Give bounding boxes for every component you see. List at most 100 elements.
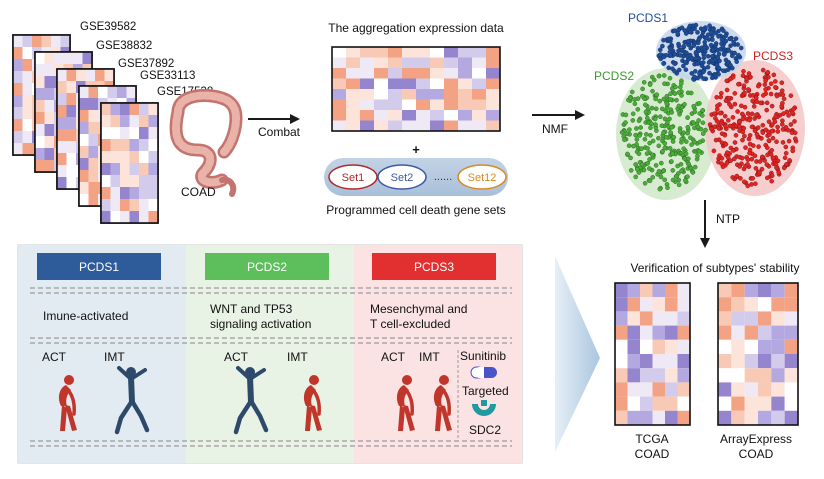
scatter-point <box>683 67 689 72</box>
gene-set-ellipse <box>377 164 427 190</box>
scatter-point <box>719 37 725 43</box>
scatter-point <box>701 55 707 61</box>
scatter-point <box>656 169 662 174</box>
dataset-stack: GSE39582 GSE38832 GSE37892 GSE33113 GSE1… <box>12 21 213 224</box>
scatter-point <box>700 108 706 113</box>
scatter-point <box>640 93 645 99</box>
scatter-point <box>770 135 776 141</box>
scatter-point <box>647 140 652 146</box>
verification-title: Verification of subtypes' stability <box>630 261 799 275</box>
scatter-point <box>753 95 759 101</box>
scatter-point <box>689 55 695 61</box>
scatter-point <box>685 130 691 136</box>
scatter-point <box>692 109 698 115</box>
scatter-point <box>681 63 686 69</box>
scatter-point <box>630 111 636 117</box>
scatter-point <box>771 72 777 78</box>
scatter-point <box>716 65 722 71</box>
scatter-point <box>629 89 635 95</box>
jumping-figure-icon <box>114 366 150 435</box>
scatter-point <box>633 162 638 167</box>
scatter-point <box>724 87 730 93</box>
scatter-point <box>653 106 659 112</box>
scatter-point <box>741 83 747 88</box>
scatter-point <box>768 81 774 86</box>
scatter-point <box>658 174 664 180</box>
scatter-point <box>774 93 780 99</box>
scatter-point <box>732 91 738 96</box>
receptor-icon <box>472 400 496 416</box>
scatter-point <box>713 41 719 46</box>
scatter-point <box>697 101 702 106</box>
scatter-point <box>769 128 775 134</box>
scatter-point <box>670 139 676 144</box>
scatter-point <box>661 73 667 78</box>
scatter-point <box>636 118 642 124</box>
scatter-point <box>640 86 645 92</box>
scatter-point <box>627 95 633 101</box>
subtype-description: Imune-activated <box>43 309 128 323</box>
gene-set-ellipse <box>457 164 507 190</box>
scatter-point <box>635 96 641 101</box>
scatter-point <box>730 175 736 180</box>
scatter-point <box>732 101 738 107</box>
scatter-point <box>685 115 690 120</box>
scatter-point <box>756 144 761 149</box>
scatter-point <box>672 28 678 34</box>
scatter-point <box>721 68 726 73</box>
scatter-point <box>647 157 652 162</box>
scatter-point <box>740 111 745 117</box>
cluster-label: PCDS1 <box>628 11 668 25</box>
scatter-point <box>759 166 765 172</box>
scatter-point <box>632 101 638 107</box>
scatter-point <box>684 50 689 56</box>
scatter-point <box>648 125 653 131</box>
scatter-point <box>770 122 775 127</box>
scatter-point <box>732 50 737 56</box>
scatter-point <box>723 141 729 147</box>
scatter-point <box>747 117 752 123</box>
scatter-point <box>692 139 697 145</box>
scatter-point <box>737 123 742 129</box>
scatter-point <box>650 88 655 94</box>
scatter-point <box>665 120 670 125</box>
scatter-point <box>696 148 702 154</box>
scatter-point <box>760 122 766 128</box>
scatter-point <box>623 112 629 118</box>
scatter-point <box>658 52 663 57</box>
scatter-point <box>755 125 761 130</box>
scatter-point <box>643 109 649 115</box>
scatter-point <box>686 156 691 162</box>
scatter-point <box>700 113 705 118</box>
scatter-point <box>750 98 756 104</box>
scatter-point <box>661 54 667 60</box>
scatter-point <box>763 78 768 83</box>
scatter-point <box>647 82 653 87</box>
subtype-name: PCDS2 <box>247 260 287 274</box>
gene-set-ellipse <box>328 164 378 190</box>
scatter-point <box>671 134 677 140</box>
scatter-point <box>775 124 780 130</box>
subtype-panel-group: PCDS1 PCDS2 PCDS3 Imune-activated WNT an… <box>17 244 523 464</box>
scatter-point <box>679 93 684 98</box>
scatter-point <box>636 151 642 157</box>
scatter-point <box>769 147 775 153</box>
scatter-point <box>630 118 636 123</box>
scatter-point <box>712 111 717 116</box>
scatter-point <box>668 130 674 135</box>
act-label: ACT <box>42 350 67 364</box>
dataset-card <box>100 102 159 224</box>
scatter-point <box>707 122 713 127</box>
scatter-point <box>667 145 673 151</box>
scatter-point <box>692 164 698 170</box>
scatter-point <box>753 165 759 171</box>
scatter-point <box>695 124 701 130</box>
scatter-point <box>728 36 734 42</box>
scatter-point <box>773 114 779 119</box>
scatter-point <box>750 93 756 98</box>
scatter-point <box>634 137 640 142</box>
act-label: ACT <box>224 350 249 364</box>
scatter-point <box>769 178 775 184</box>
scatter-point <box>754 112 759 118</box>
scatter-point <box>653 122 658 127</box>
